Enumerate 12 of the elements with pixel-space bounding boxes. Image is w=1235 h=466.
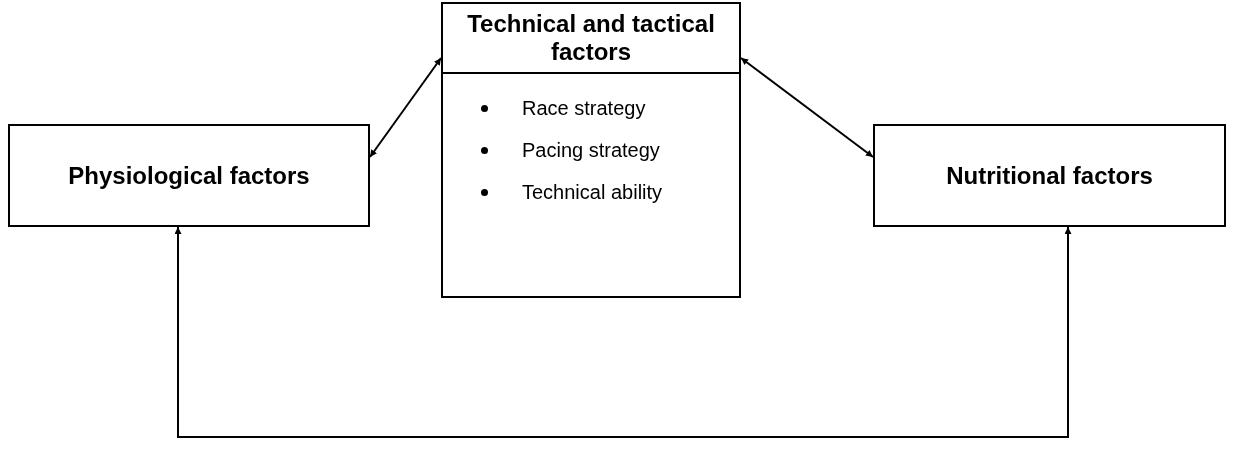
factor-box	[441, 2, 741, 298]
arrow	[174, 226, 1072, 438]
box-heading: Nutritional factors	[945, 161, 1154, 190]
list-item: Pacing strategy	[522, 138, 660, 162]
factor-box	[873, 124, 1226, 227]
list-item: Technical ability	[522, 180, 663, 204]
arrow	[369, 57, 442, 158]
list-item: Race strategy	[522, 96, 646, 120]
box-heading: Technical and tactical factors	[443, 4, 739, 74]
arrow	[740, 57, 874, 158]
box-heading: Physiological factors	[67, 161, 311, 190]
factor-box	[8, 124, 370, 227]
